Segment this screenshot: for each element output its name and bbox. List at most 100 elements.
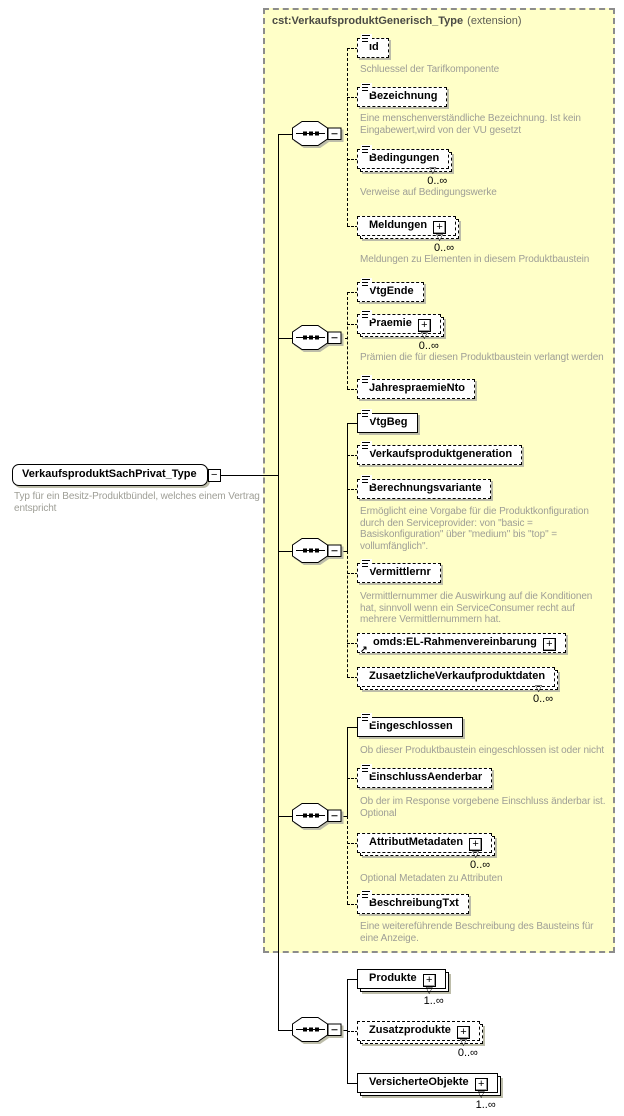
element-vermittlernr[interactable]: Vermittlernr [357, 559, 441, 583]
element-name: Bezeichnung [369, 90, 438, 102]
expand-icon[interactable]: + [469, 838, 483, 851]
expand-icon[interactable]: + [542, 638, 556, 651]
element-meldungen[interactable]: Meldungen+ ▽ 0..∞ [357, 216, 460, 254]
element-produkte[interactable]: Produkte+ ▽ 1..∞ [357, 969, 449, 1007]
connector-trunk [278, 134, 279, 1030]
expand-icon[interactable]: + [433, 221, 447, 234]
element-name: BeschreibungTxt [369, 897, 459, 909]
annotation: Optional Metadaten zu Attributen [360, 873, 503, 884]
element-name: AttributMetadaten [369, 836, 464, 848]
connector-line [347, 423, 358, 424]
text-content-icon [361, 34, 372, 44]
sequence-icon[interactable] [291, 120, 345, 148]
reference-icon: ↗ [360, 644, 368, 654]
connector-line [347, 489, 358, 490]
element-name: JahrespraemieNto [369, 382, 465, 394]
connector-line [347, 97, 358, 98]
annotation: Ob der im Response vorgebene Einschluss … [360, 796, 606, 819]
element-name: VersicherteObjekte [369, 1076, 469, 1088]
element-name: Verkaufsproduktgeneration [369, 448, 513, 460]
element-omds-el-rahmenvereinbarung[interactable]: ↗ omds:EL-Rahmenvereinbarung + [357, 633, 566, 654]
connector-line [347, 816, 348, 904]
root-type-name[interactable]: VerkaufsproduktSachPrivat_Type [12, 464, 208, 486]
element-id[interactable]: Id [357, 34, 389, 58]
annotation: Eine menschenverständliche Bezeichnung. … [360, 113, 581, 136]
connector-line [347, 727, 358, 728]
element-beschreibungtxt[interactable]: BeschreibungTxt [357, 890, 469, 914]
connector-line [347, 979, 358, 980]
connector-line [340, 134, 348, 135]
sequence-icon[interactable] [291, 1016, 345, 1044]
sequence-icon[interactable] [291, 324, 345, 352]
extension-suffix-label: (extension) [467, 15, 522, 27]
element-bedingungen[interactable]: Bedingungen ▽ 0..∞ [357, 145, 453, 187]
collapse-icon[interactable] [327, 544, 342, 557]
occurrence-label: 0..∞ [427, 175, 448, 187]
element-bezeichnung[interactable]: Bezeichnung [357, 83, 448, 107]
expand-icon[interactable]: + [422, 974, 436, 987]
element-vtgbeg[interactable]: VtgBeg [357, 409, 418, 433]
element-name: Zusatzprodukte [369, 1024, 451, 1036]
annotation: Ermöglicht eine Vorgabe für die Produktk… [360, 506, 589, 552]
text-content-icon [361, 559, 372, 569]
element-jahrespraemiento[interactable]: JahrespraemieNto [357, 375, 475, 399]
connector-line [278, 338, 292, 339]
collapse-icon[interactable] [327, 127, 342, 140]
connector-line [347, 48, 348, 226]
collapse-icon[interactable] [327, 1023, 342, 1036]
element-name: Berechnungsvariante [369, 482, 482, 494]
element-verkaufsproduktgeneration[interactable]: Verkaufsproduktgeneration [357, 441, 523, 465]
connector-line [340, 1030, 348, 1031]
element-name: ZusaetzlicheVerkaufproduktdaten [369, 670, 546, 682]
element-vtgende[interactable]: VtgEnde [357, 278, 424, 302]
occurrence-label: 0..∞ [532, 693, 554, 705]
multi-occurrence-marker: ▽ [420, 330, 428, 340]
sequence-icon[interactable] [291, 537, 345, 565]
element-name: Produkte [369, 972, 417, 984]
multi-occurrence-marker: ▽ [535, 683, 543, 693]
element-versicherteobjekte[interactable]: VersicherteObjekte+ ▽ 1..∞ [357, 1073, 501, 1111]
element-praemie[interactable]: Praemie+ ▽ 0..∞ [357, 310, 444, 352]
element-eingeschlossen[interactable]: Eingeschlossen [357, 713, 463, 737]
element-zusaetzlicheverkaufproduktdaten[interactable]: ZusaetzlicheVerkaufproduktdaten ▽ 0..∞ [357, 667, 559, 705]
element-einschlussaenderbar[interactable]: EinschlussAenderbar [357, 764, 493, 788]
collapse-icon[interactable] [327, 809, 342, 822]
expand-icon[interactable]: + [417, 319, 431, 332]
connector-line [200, 475, 278, 476]
connector-line [347, 1083, 358, 1084]
occurrence-label: 0..∞ [470, 859, 491, 871]
connector-line [347, 1031, 358, 1032]
sequence-icon[interactable] [291, 802, 345, 830]
occurrence-label: 1..∞ [423, 995, 444, 1007]
collapse-icon[interactable] [327, 331, 342, 344]
text-content-icon [361, 713, 372, 723]
root-annotation: Typ für ein Besitz-Produktbündel, welche… [14, 491, 260, 514]
connector-line [278, 134, 292, 135]
connector-line [278, 1030, 292, 1031]
multi-occurrence-marker: ▽ [472, 849, 480, 859]
element-zusatzprodukte[interactable]: Zusatzprodukte+ ▽ 0..∞ [357, 1021, 483, 1059]
text-content-icon [361, 310, 372, 320]
element-berechnungsvariante[interactable]: Berechnungsvariante [357, 475, 492, 499]
expand-icon[interactable]: + [474, 1078, 488, 1091]
connector-line [347, 455, 358, 456]
expand-icon[interactable]: + [456, 1026, 470, 1039]
element-name: VtgEnde [369, 285, 414, 297]
text-content-icon [361, 83, 372, 93]
annotation: Ob dieser Produktbaustein eingeschlossen… [360, 745, 605, 756]
connector-line [347, 727, 348, 816]
connector-line [347, 551, 348, 677]
element-name: omds:EL-Rahmenvereinbarung [373, 636, 537, 648]
element-attributmetadaten[interactable]: AttributMetadaten + ▽ 0..∞ [357, 833, 496, 871]
root-type-box[interactable]: VerkaufsproduktSachPrivat_Type − [12, 464, 221, 486]
connector-line [347, 226, 358, 227]
connector-line [347, 292, 358, 293]
connector-line [278, 551, 292, 552]
multi-occurrence-marker: ▽ [459, 1037, 467, 1047]
connector-line [347, 292, 348, 389]
connector-line [347, 843, 358, 844]
element-name: Meldungen [369, 219, 428, 231]
text-content-icon [361, 764, 372, 774]
collapse-icon[interactable]: − [207, 469, 221, 482]
